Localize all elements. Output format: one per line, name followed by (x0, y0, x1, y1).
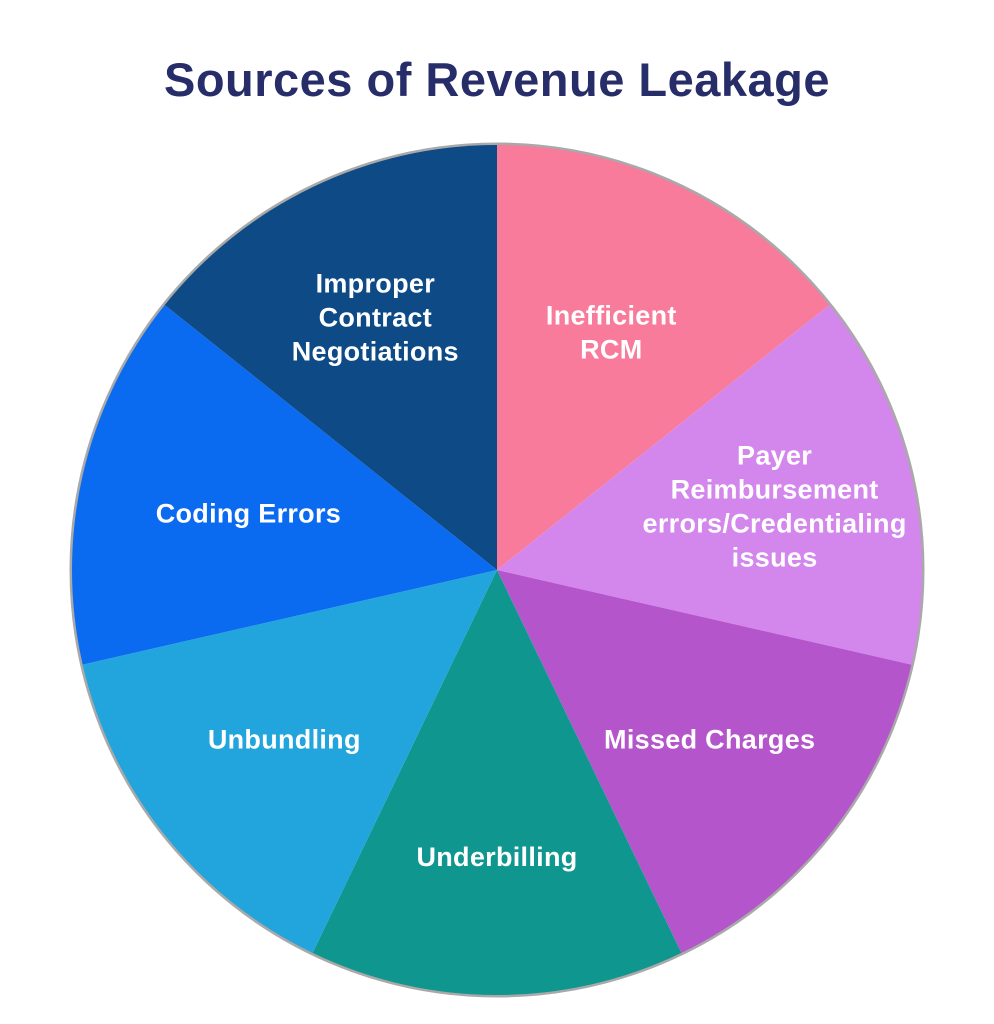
pie-slice-missed-charges (497, 570, 912, 953)
pie-label-underbilling: Underbilling (416, 842, 577, 872)
pie-label-missed-charges: Missed Charges (604, 725, 815, 755)
chart-title: Sources of Revenue Leakage (163, 53, 831, 106)
pie-slice-improper-contract-negotiations (164, 145, 497, 570)
pie-slice-inefficient-rcm (497, 145, 830, 570)
pie-slice-payer-reimbursement-errors-credentialing-issues (497, 305, 922, 665)
pie-label-coding-errors: Coding Errors (156, 498, 341, 528)
pie-label-unbundling: Unbundling (208, 725, 361, 755)
pie-slice-underbilling (312, 570, 682, 995)
pie-rim (69, 142, 925, 998)
pie-slice-unbundling (82, 570, 497, 953)
pie-slice-coding-errors (72, 305, 497, 665)
